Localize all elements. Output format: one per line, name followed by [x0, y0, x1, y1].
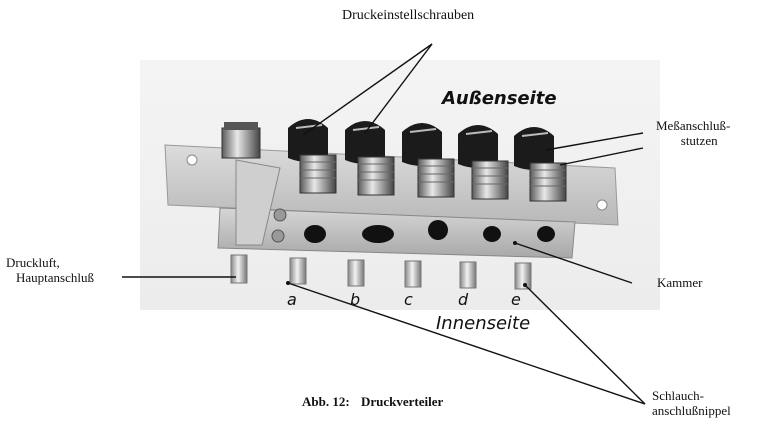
hose-nipples	[289, 257, 532, 290]
label-pressure-screws: Druckeinstellschrauben	[342, 8, 475, 23]
label-measurement-nozzle-line2: stutzen	[680, 133, 718, 148]
leader-lines	[122, 43, 646, 405]
label-main-air-line1: Druckluft,	[6, 255, 60, 270]
block-screw	[273, 208, 287, 222]
plate-hole	[596, 199, 608, 211]
label-main-air-line2: Hauptanschluß	[16, 270, 94, 285]
main-air-nipple	[230, 254, 248, 284]
figure-caption: Abb. 12: Druckverteiler	[302, 394, 443, 410]
label-measurement-nozzle: Meßanschluß- stutzen	[656, 118, 730, 148]
label-inner-side: Innenseite	[436, 313, 531, 334]
nipple-letter-d: d	[458, 290, 469, 309]
label-hose-nipple-line2: anschlußnippel	[652, 403, 731, 418]
label-outer-side: Außenseite	[442, 88, 557, 109]
caption-title: Druckverteiler	[360, 394, 444, 409]
nipple-letter-a: a	[287, 290, 297, 309]
block-screw	[271, 229, 285, 243]
label-measurement-nozzle-line1: Meßanschluß-	[656, 118, 731, 133]
caption-prefix: Abb. 12:	[302, 394, 350, 409]
label-chamber: Kammer	[657, 275, 703, 290]
block-holes	[304, 220, 555, 243]
nipple-letter-e: e	[511, 290, 521, 309]
pressure-screw-knobs	[288, 119, 554, 170]
nipple-letter-c: c	[404, 290, 413, 309]
label-hose-nipple-line1: Schlauch-	[652, 388, 704, 403]
plate-hole	[186, 154, 198, 166]
label-main-air: Druckluft, Hauptanschluß	[6, 255, 94, 285]
label-hose-nipple: Schlauch- anschlußnippel	[652, 388, 731, 418]
chamber-block	[217, 207, 576, 259]
nipple-letter-b: b	[350, 290, 361, 309]
main-air-fitting	[221, 127, 261, 159]
measurement-nozzles	[299, 154, 567, 202]
